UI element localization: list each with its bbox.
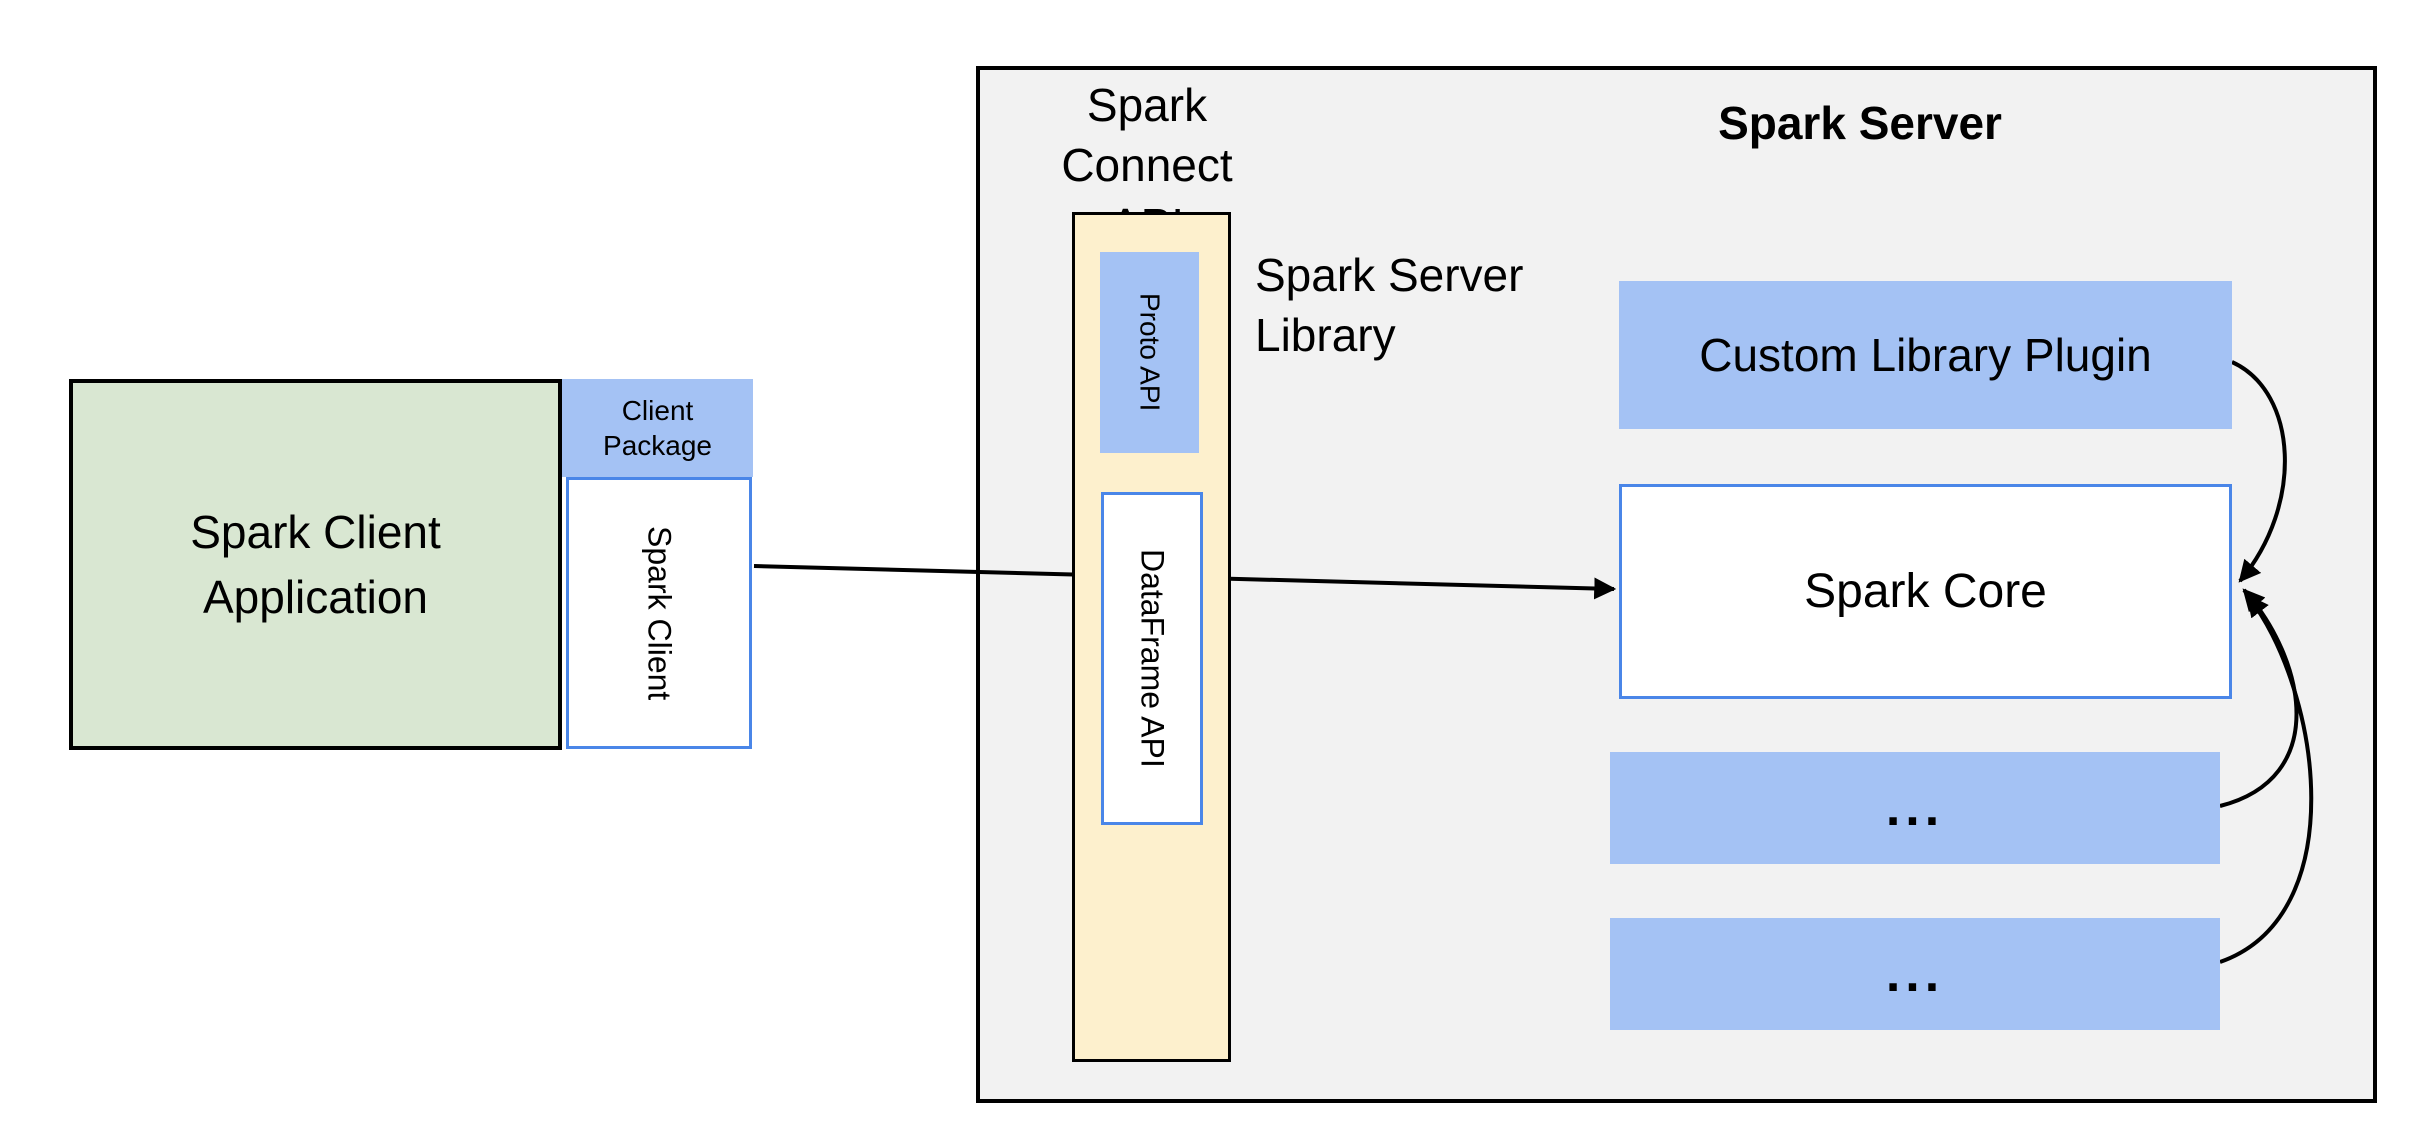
additional-plugin-1-label: ...	[1885, 779, 1945, 837]
spark-server-library-label: Spark Server Library	[1255, 246, 1615, 366]
client-package-label: Client Package	[603, 393, 712, 463]
dataframe-api-box: DataFrame API	[1101, 492, 1203, 825]
spark-server-library-line1: Spark Server	[1255, 249, 1524, 301]
spark-connect-api-label-line1: Spark Connect	[1061, 79, 1233, 191]
spark-client-box: Spark Client	[566, 477, 752, 749]
spark-client-application-box: Spark Client Application	[69, 379, 562, 750]
spark-client-application-line2: Application	[202, 570, 429, 623]
spark-server-title: Spark Server	[1718, 97, 2002, 149]
additional-plugin-box-2: ...	[1610, 918, 2220, 1030]
spark-client-application-line1: Spark Client	[190, 506, 441, 559]
proto-api-box: Proto API	[1100, 252, 1199, 453]
additional-plugin-2-label: ...	[1885, 945, 1945, 1003]
spark-connect-api-label: Spark Connect API	[1002, 76, 1292, 255]
client-package-line2: Package	[603, 430, 712, 461]
custom-library-plugin-box: Custom Library Plugin	[1619, 281, 2232, 429]
dataframe-api-label: DataFrame API	[1134, 549, 1171, 768]
custom-library-plugin-label: Custom Library Plugin	[1699, 329, 2152, 381]
client-package-line1: Client	[621, 395, 694, 426]
spark-client-application-label: Spark Client Application	[190, 500, 441, 629]
spark-client-label: Spark Client	[641, 525, 678, 701]
additional-plugin-box-1: ...	[1610, 752, 2220, 864]
proto-api-label: Proto API	[1134, 293, 1166, 412]
spark-core-label: Spark Core	[1804, 565, 2047, 618]
spark-core-box: Spark Core	[1619, 484, 2232, 699]
spark-server-library-line2: Library	[1255, 308, 1396, 361]
client-package-box: Client Package	[562, 379, 753, 477]
